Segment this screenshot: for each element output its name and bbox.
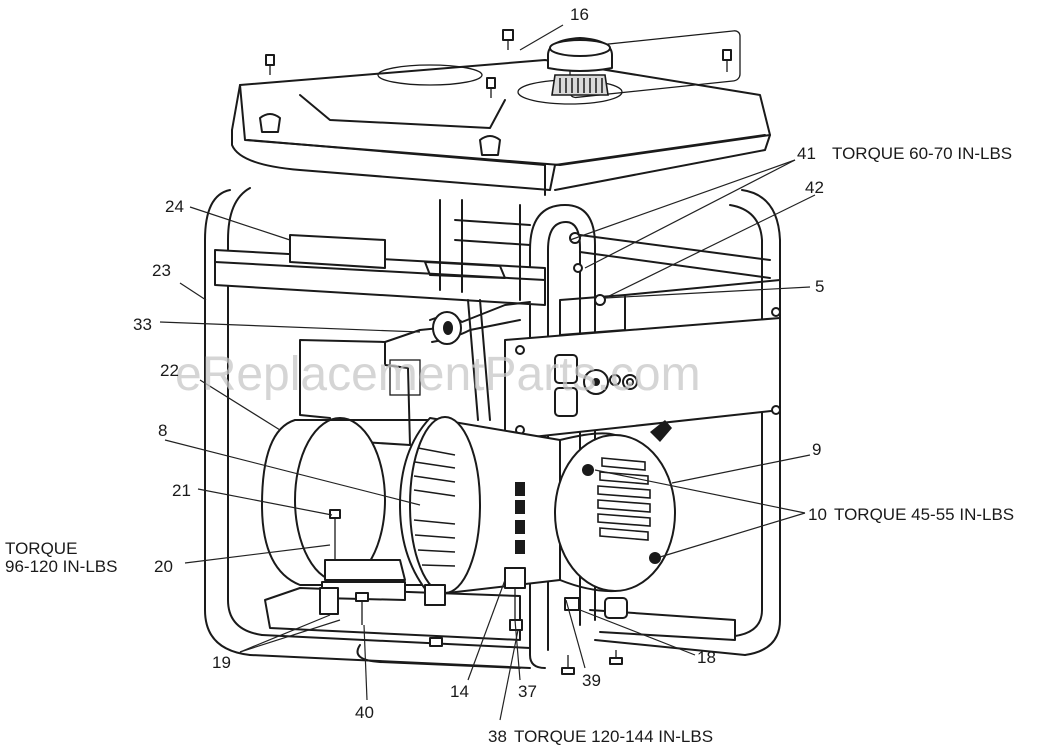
callout-labels: 16 41 TORQUE 60-70 IN-LBS 42 24 23 5 33 … <box>5 5 1014 746</box>
fuel-tank <box>231 29 771 196</box>
callout-9: 9 <box>812 440 821 459</box>
callout-10: 10 <box>808 505 827 524</box>
callout-24: 24 <box>165 197 184 216</box>
callout-19: 19 <box>212 653 231 672</box>
callout-14: 14 <box>450 682 469 701</box>
callout-8: 8 <box>158 421 167 440</box>
callout-23: 23 <box>152 261 171 280</box>
callout-39: 39 <box>582 671 601 690</box>
control-panel <box>504 232 781 441</box>
engine-bracket <box>289 199 531 446</box>
watermark: eReplacementParts.com <box>175 348 701 401</box>
callout-40: 40 <box>355 703 374 722</box>
callout-38-torque: TORQUE 120-144 IN-LBS <box>514 727 713 746</box>
alternator <box>261 416 676 606</box>
callout-33: 33 <box>133 315 152 334</box>
callout-21: 21 <box>172 481 191 500</box>
callout-20: 20 <box>154 557 173 576</box>
callout-22: 22 <box>160 361 179 380</box>
leader-lines <box>159 24 816 721</box>
hardware <box>319 509 628 675</box>
callout-10-torque: TORQUE 45-55 IN-LBS <box>834 505 1014 524</box>
callout-37: 37 <box>518 682 537 701</box>
callout-5: 5 <box>815 277 824 296</box>
callout-38: 38 <box>488 727 507 746</box>
callout-41: 41 <box>797 144 816 163</box>
callout-20-torque-line1: TORQUE <box>5 539 77 558</box>
callout-18: 18 <box>697 648 716 667</box>
callout-20-torque-line2: 96-120 IN-LBS <box>5 557 117 576</box>
callout-16: 16 <box>570 5 589 24</box>
callout-42: 42 <box>805 178 824 197</box>
callout-41-torque: TORQUE 60-70 IN-LBS <box>832 144 1012 163</box>
